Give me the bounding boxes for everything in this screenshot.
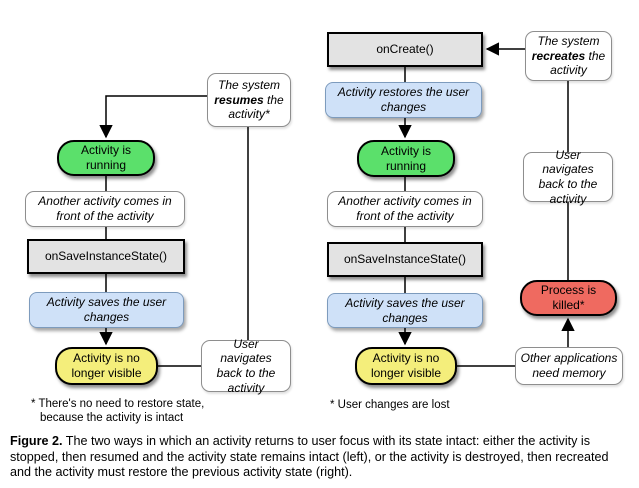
state-process-killed: Process is killed*	[520, 280, 617, 316]
state-label: Activity is no longer visible	[71, 351, 142, 380]
state-activity-running-right: Activity is running	[357, 140, 455, 177]
note-system-recreates: The system recreates the activity	[525, 31, 612, 81]
footnote-line: * There's no need to restore state,	[31, 398, 205, 410]
callback-onsaveinstancestate-left: onSaveInstanceState()	[27, 239, 185, 274]
callback-oncreate: onCreate()	[327, 32, 483, 67]
action-activity-saves-left: Activity saves the user changes	[29, 292, 184, 328]
note-text: The system	[217, 78, 280, 93]
note-text: The system	[537, 34, 600, 49]
note-another-activity-left: Another activity comes in front of the a…	[25, 191, 185, 227]
callback-label: onCreate()	[376, 42, 434, 57]
note-text: the activity	[550, 48, 606, 78]
state-activity-running-left: Activity is running	[57, 140, 155, 176]
note-user-navigates-right: User navigates back to the activity	[523, 148, 613, 206]
state-label: Activity is running	[80, 143, 131, 172]
note-text: User navigates back to the activity	[538, 147, 598, 206]
note-system-resumes: The system resumes the activity*	[207, 73, 291, 127]
note-text: Another activity comes in front of the a…	[338, 194, 472, 223]
figure-caption: Figure 2. The two ways in which an activ…	[10, 434, 632, 481]
footnote-line: * User changes are lost	[330, 399, 450, 411]
note-text: the activity*	[228, 92, 284, 122]
state-not-visible-right: Activity is no longer visible	[355, 347, 457, 385]
state-not-visible-left: Activity is no longer visible	[55, 347, 158, 385]
action-label: Activity saves the user changes	[46, 295, 167, 324]
figure-caption-label: Figure 2.	[10, 434, 63, 448]
action-label: Activity restores the user changes	[337, 85, 470, 114]
figure-caption-text: The two ways in which an activity return…	[10, 434, 609, 480]
arrow-resume-to-running	[99, 95, 207, 139]
state-label: Activity is no longer visible	[370, 351, 442, 380]
action-label: Activity saves the user changes	[345, 295, 465, 325]
callback-onsaveinstancestate-right: onSaveInstanceState()	[327, 242, 483, 277]
note-text: User navigates back to the activity	[216, 336, 276, 395]
left-footnote: * There's no need to restore state, beca…	[31, 397, 246, 425]
note-text: Another activity comes in front of the a…	[38, 194, 172, 223]
footnote-line: because the activity is intact	[40, 412, 184, 425]
right-footnote: * User changes are lost	[330, 398, 510, 412]
note-another-activity-right: Another activity comes in front of the a…	[327, 191, 483, 227]
note-bold-word: resumes	[214, 92, 264, 107]
action-activity-restores: Activity restores the user changes	[325, 82, 482, 118]
callback-label: onSaveInstanceState()	[44, 249, 168, 264]
note-text: Other applications need memory	[520, 351, 618, 380]
note-bold-word: recreates	[531, 48, 586, 63]
state-label: Process is killed*	[540, 283, 597, 312]
note-user-navigates-left: User navigates back to the activity	[201, 337, 291, 395]
note-other-applications: Other applications need memory	[515, 347, 623, 385]
action-activity-saves-right: Activity saves the user changes	[327, 293, 483, 328]
callback-label: onSaveInstanceState()	[343, 252, 467, 267]
state-label: Activity is running	[380, 143, 431, 173]
